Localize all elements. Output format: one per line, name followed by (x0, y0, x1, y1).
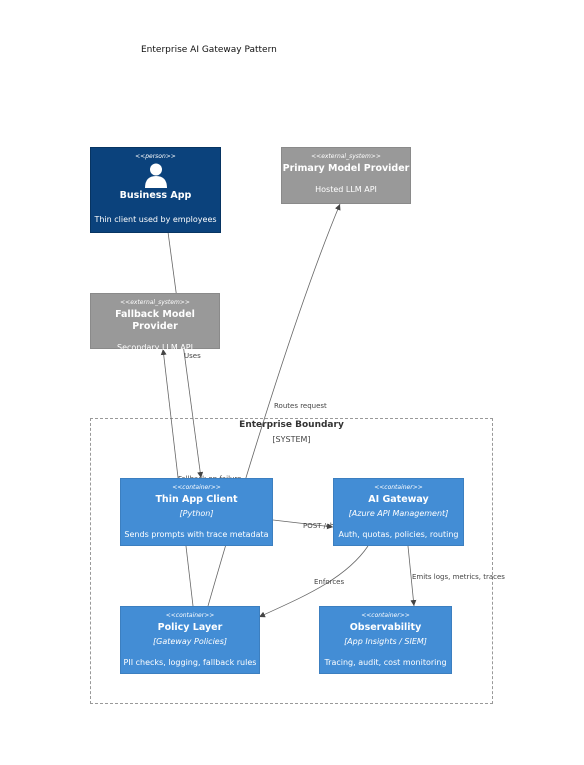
stereotype: <<container>> (165, 612, 215, 619)
node-name: Fallback Model Provider (115, 309, 195, 332)
stereotype: <<person>> (135, 153, 176, 160)
stereotype: <<external_system>> (120, 299, 190, 306)
label-uses: Uses (184, 352, 201, 360)
node-description: Sends prompts with trace metadata (124, 530, 269, 539)
edge-fallback (160, 348, 194, 607)
node-observability[interactable]: <<container>> Observability [App Insight… (319, 606, 452, 674)
boundary-type: [SYSTEM] (272, 435, 311, 444)
node-business-app[interactable]: <<person>> Business App Thin client used… (90, 147, 221, 233)
node-description: Hosted LLM API (315, 185, 377, 194)
boundary-name: Enterprise Boundary (239, 420, 344, 430)
edge-uses (167, 231, 204, 479)
node-policy-layer[interactable]: <<container>> Policy Layer [Gateway Poli… (120, 606, 260, 674)
node-description: Secondary LLM API (117, 343, 193, 352)
diagram-title: Enterprise AI Gateway Pattern (141, 45, 277, 55)
node-name: Policy Layer (157, 622, 223, 633)
node-name: Thin App Client (155, 494, 238, 505)
node-description: Tracing, audit, cost monitoring (324, 658, 447, 667)
label-routes-request: Routes request (274, 402, 327, 410)
node-name: Observability (349, 622, 422, 633)
node-description: Thin client used by employees (94, 215, 217, 224)
stereotype: <<container>> (374, 484, 423, 491)
node-ai-gateway[interactable]: <<container>> AI Gateway [Azure API Mana… (333, 478, 464, 546)
person-icon (144, 163, 167, 188)
stereotype: <<container>> (361, 612, 410, 619)
label-post-chat: POST /chat (303, 522, 342, 530)
node-name: Primary Model Provider (282, 163, 410, 174)
stereotype: <<container>> (172, 484, 221, 491)
node-description: PII checks, logging, fallback rules (123, 658, 257, 667)
label-emits: Emits logs, metrics, traces (412, 573, 505, 581)
edge-enforces (258, 545, 369, 618)
node-thin-client[interactable]: <<container>> Thin App Client [Python] S… (120, 478, 273, 546)
edge-post-chat (272, 519, 334, 530)
label-enforces: Enforces (314, 578, 345, 586)
node-primary-provider[interactable]: <<external_system>> Primary Model Provid… (281, 147, 411, 204)
node-fallback-provider[interactable]: <<external_system>> Fallback Model Provi… (90, 293, 220, 352)
edge-routes-request (207, 203, 341, 607)
stereotype: <<external_system>> (311, 153, 381, 160)
enterprise-boundary (90, 418, 493, 704)
node-technology: [Python] (179, 509, 214, 518)
node-name: AI Gateway (368, 494, 429, 505)
node-technology: [App Insights / SIEM] (344, 637, 427, 646)
node-technology: [Azure API Management] (348, 509, 449, 518)
node-description: Auth, quotas, policies, routing (338, 530, 459, 539)
edge-emits (407, 545, 417, 607)
node-name: Business App (119, 190, 192, 201)
node-technology: [Gateway Policies] (153, 637, 227, 646)
